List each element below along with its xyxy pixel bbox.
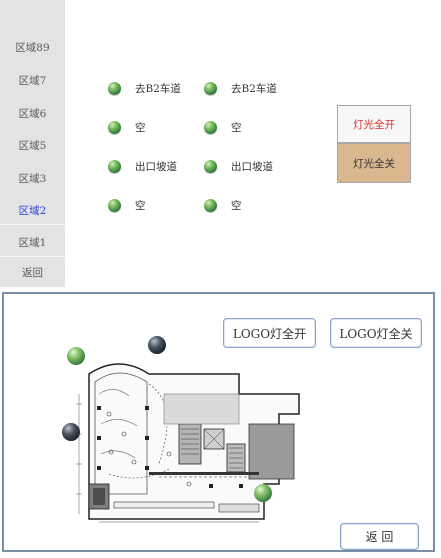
sidebar-item-area5[interactable]: 区域5 (18, 140, 47, 152)
light-indicator-icon (204, 81, 217, 95)
light-toggle-right-4[interactable]: 空 (204, 196, 242, 214)
sidebar-divider (0, 224, 65, 225)
all-lights-on-button[interactable]: 灯光全开 (337, 105, 411, 143)
light-indicator-icon (108, 81, 121, 95)
light-toggle-right-2[interactable]: 空 (204, 118, 242, 136)
logo-light-panel: LOGO灯全开 LOGO灯全关 (2, 292, 435, 552)
sidebar-item-area6[interactable]: 区域6 (18, 108, 47, 120)
light-toggle-left-4[interactable]: 空 (108, 196, 146, 214)
sidebar-item-area7[interactable]: 区域7 (18, 75, 47, 87)
logo-all-on-button[interactable]: LOGO灯全开 (223, 318, 316, 348)
logo-light-marker-2[interactable] (148, 336, 166, 354)
logo-all-off-button[interactable]: LOGO灯全关 (330, 318, 422, 348)
logo-light-marker-4[interactable] (254, 484, 272, 502)
light-label: 空 (135, 199, 146, 212)
all-lights-off-button[interactable]: 灯光全关 (337, 143, 411, 183)
light-label: 去B2车道 (135, 82, 181, 95)
light-label: 去B2车道 (231, 82, 277, 95)
floor-plan (76, 363, 300, 523)
area-sidebar: 区域89 区域7 区域6 区域5 区域3 区域2 区域1 返回 (0, 0, 65, 287)
sidebar-item-back[interactable]: 返回 (22, 267, 43, 279)
logo-light-marker-3[interactable] (62, 423, 80, 441)
sidebar-item-area1[interactable]: 区域1 (18, 237, 47, 249)
back-button[interactable]: 返 回 (340, 523, 419, 550)
light-indicator-icon (108, 120, 121, 134)
light-label: 出口坡道 (231, 160, 273, 173)
sidebar-item-area3[interactable]: 区域3 (18, 173, 47, 185)
light-label: 空 (231, 199, 242, 212)
light-toggle-left-1[interactable]: 去B2车道 (108, 79, 181, 97)
light-indicator-icon (108, 159, 121, 173)
sidebar-item-area2[interactable]: 区域2 (18, 205, 47, 217)
light-toggle-right-3[interactable]: 出口坡道 (204, 157, 273, 175)
sidebar-item-area89[interactable]: 区域89 (15, 42, 50, 54)
light-indicator-icon (204, 198, 217, 212)
light-label: 出口坡道 (135, 160, 177, 173)
light-indicator-icon (204, 159, 217, 173)
light-label: 空 (135, 121, 146, 134)
light-indicator-icon (108, 198, 121, 212)
logo-light-marker-1[interactable] (67, 347, 85, 365)
sidebar-divider (0, 256, 65, 257)
light-label: 空 (231, 121, 242, 134)
light-toggle-right-1[interactable]: 去B2车道 (204, 79, 277, 97)
light-toggle-left-2[interactable]: 空 (108, 118, 146, 136)
light-toggle-left-3[interactable]: 出口坡道 (108, 157, 177, 175)
light-indicator-icon (204, 120, 217, 134)
